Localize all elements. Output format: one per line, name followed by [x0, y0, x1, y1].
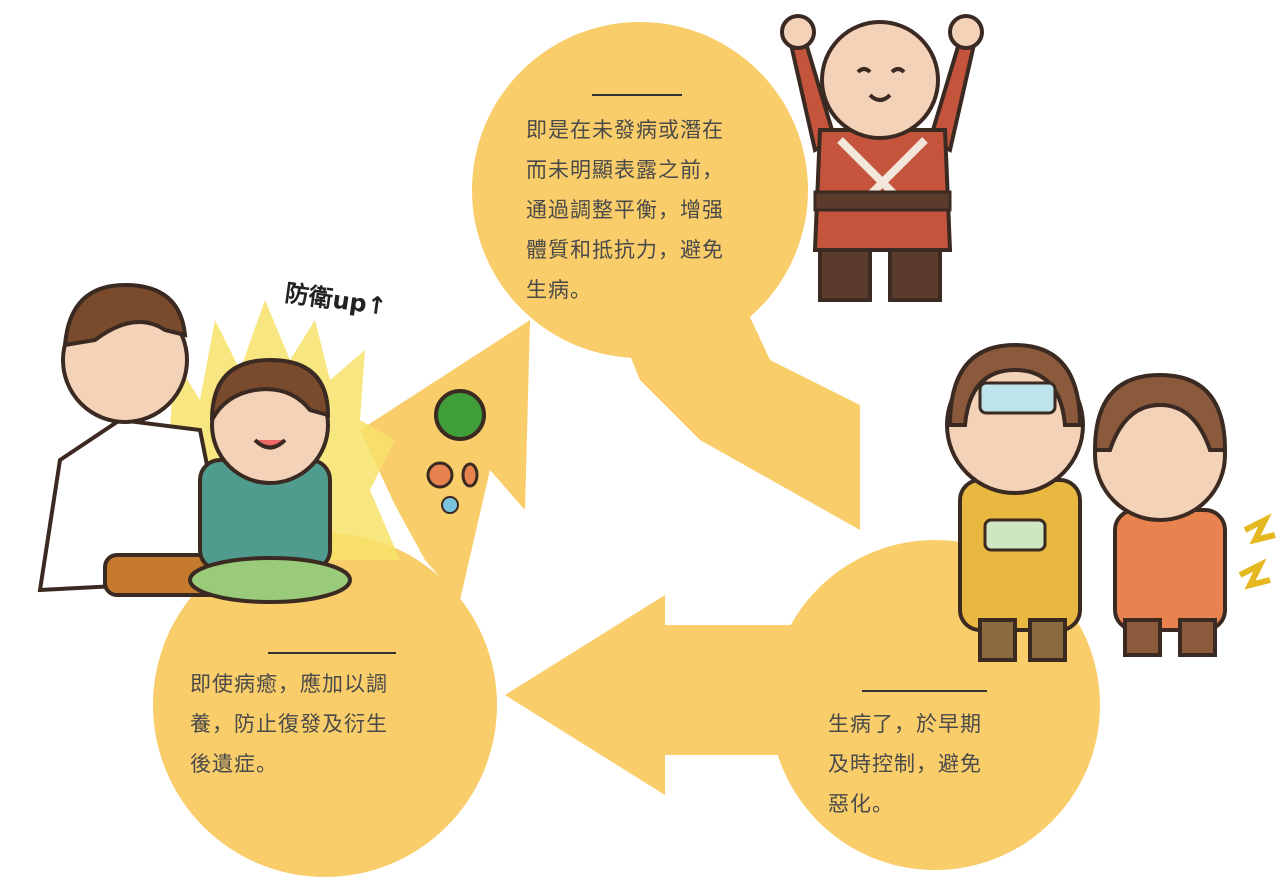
blank-line-recovery — [268, 652, 396, 654]
node-text-early-treatment: 生病了，於早期 及時控制，避免 惡化。 — [828, 712, 982, 816]
sick-children-illustration — [945, 342, 1276, 662]
blank-line-prevention — [592, 94, 682, 96]
arrow-early-to-recovery — [505, 595, 820, 795]
node-text-prevention: 即是在未發病或潛在 而未明顯表露之前， 通過調整平衡，增强 體質和抵抗力，避免 … — [526, 118, 724, 302]
node-circle-recovery — [153, 533, 497, 877]
blank-line-early-treatment — [862, 690, 987, 692]
node-circle-prevention — [472, 22, 808, 358]
doctor-and-child-illustration — [37, 282, 486, 604]
cheering-monk-illustration — [780, 14, 984, 302]
arrow-recovery-to-prevention — [360, 320, 530, 600]
node-text-recovery: 即使病癒，應加以調 養，防止復發及衍生 後遺症。 — [190, 672, 388, 776]
